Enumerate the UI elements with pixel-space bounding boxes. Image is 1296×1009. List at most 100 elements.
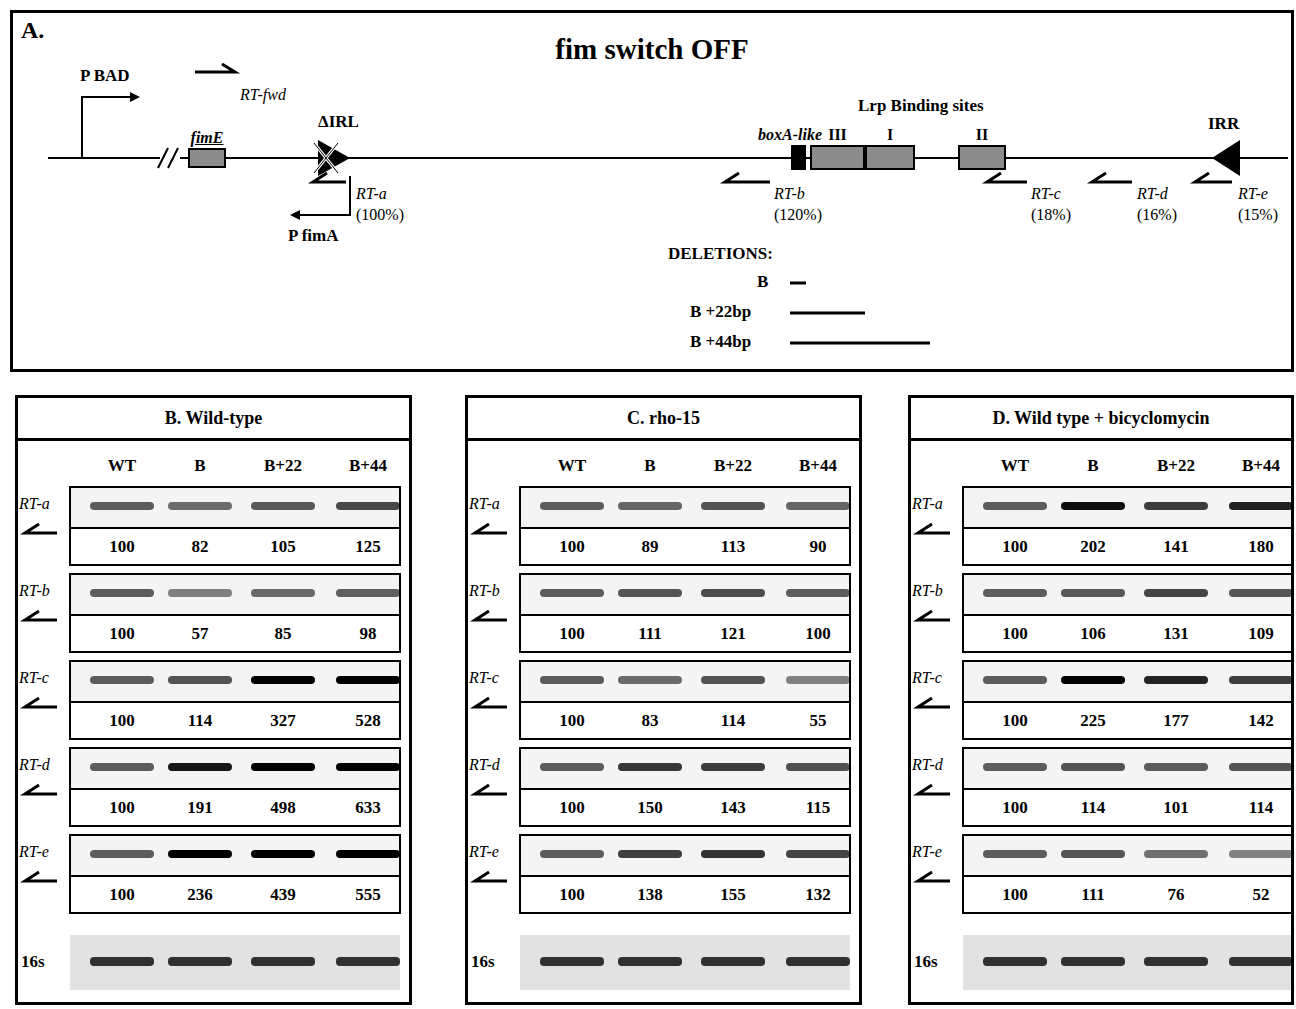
gel-band <box>90 502 154 510</box>
value-box <box>520 615 850 652</box>
gel-image <box>963 574 1293 615</box>
gel-image <box>520 835 850 876</box>
gel-band <box>786 502 850 510</box>
gel-band <box>983 589 1047 597</box>
gel-band <box>540 763 604 771</box>
value-box <box>963 876 1293 913</box>
value-label: 100 <box>559 711 585 731</box>
annotation-label: B <box>757 272 768 292</box>
value-label: 83 <box>642 711 659 731</box>
value-box <box>963 615 1293 652</box>
value-label: 100 <box>559 798 585 818</box>
value-label: 180 <box>1248 537 1274 557</box>
annotation-label: DELETIONS: <box>668 244 773 264</box>
value-label: 131 <box>1163 624 1189 644</box>
gel-band <box>336 589 400 597</box>
gel-band <box>983 763 1047 771</box>
primer-arrow <box>1092 173 1132 182</box>
gel-band <box>540 676 604 684</box>
value-label: 100 <box>805 624 831 644</box>
primer-label: RT-b <box>469 582 500 600</box>
node-text: II <box>976 126 988 144</box>
value-label: 105 <box>270 537 296 557</box>
value-label: 114 <box>721 711 746 731</box>
gel-band <box>251 957 315 966</box>
deletion-cross <box>314 143 338 173</box>
gel-image <box>963 935 1293 990</box>
gel-band <box>618 676 682 684</box>
annotation-label: B +22bp <box>690 302 751 322</box>
value-label: 109 <box>1248 624 1274 644</box>
gel-band <box>251 850 315 858</box>
primer-label: RT-b <box>912 582 943 600</box>
lane-label: B+44 <box>799 456 837 476</box>
value-label: 528 <box>355 711 381 731</box>
gel-band <box>251 676 315 684</box>
gel-image <box>70 835 400 876</box>
value-box <box>963 528 1293 565</box>
primer-arrow <box>918 785 950 794</box>
gel-band <box>618 957 682 966</box>
value-label: 555 <box>355 885 381 905</box>
gel-band <box>336 502 400 510</box>
gel-band <box>618 502 682 510</box>
primer-label: RT-c <box>19 669 49 687</box>
value-label: 100 <box>109 624 135 644</box>
primer-arrow <box>313 173 346 182</box>
primer-arrow <box>195 64 235 72</box>
lane-label: B+22 <box>714 456 752 476</box>
gene-element-box: I <box>865 145 915 170</box>
primer-arrow <box>725 173 770 182</box>
value-label: 143 <box>720 798 746 818</box>
value-box <box>70 876 400 913</box>
annotation-label: (18%) <box>1031 206 1071 224</box>
value-label: 115 <box>806 798 831 818</box>
primer-label: RT-d <box>19 756 50 774</box>
value-label: 100 <box>559 885 585 905</box>
gel-band <box>1061 676 1125 684</box>
value-box <box>963 789 1293 826</box>
value-box <box>520 789 850 826</box>
primer-arrow <box>918 872 950 881</box>
gel-band <box>251 502 315 510</box>
value-box <box>520 702 850 739</box>
annotation-label: P fimA <box>288 226 339 246</box>
primer-arrow <box>475 872 507 881</box>
value-label: 100 <box>1002 711 1028 731</box>
gel-band <box>1144 850 1208 858</box>
value-box <box>520 528 850 565</box>
node-text: fimE <box>191 129 224 147</box>
dna-line <box>48 157 1288 159</box>
panel-title: fim switch OFF <box>555 33 748 66</box>
panel-letter: A. <box>21 17 44 45</box>
gel-band <box>701 676 765 684</box>
value-box <box>70 615 400 652</box>
deletion-bar <box>790 342 930 345</box>
lane-label: B <box>194 456 205 476</box>
gel-image <box>70 574 400 615</box>
value-label: 82 <box>192 537 209 557</box>
lane-label: B+22 <box>264 456 302 476</box>
gel-image <box>963 748 1293 789</box>
gel-band <box>786 676 850 684</box>
value-label: 498 <box>270 798 296 818</box>
gel-band <box>1229 502 1293 510</box>
inverted-repeat <box>1212 140 1240 176</box>
primer-arrow <box>475 524 507 533</box>
primer-label: RT-c <box>469 669 499 687</box>
value-label: 142 <box>1248 711 1274 731</box>
gel-band <box>1144 502 1208 510</box>
gel-band <box>1229 589 1293 597</box>
gel-band <box>336 850 400 858</box>
gel-band <box>983 676 1047 684</box>
value-label: 121 <box>720 624 746 644</box>
primer-label: RT-b <box>19 582 50 600</box>
annotation-label: (16%) <box>1137 206 1177 224</box>
gel-band <box>618 763 682 771</box>
value-label: 111 <box>1081 885 1105 905</box>
value-label: 202 <box>1080 537 1106 557</box>
gel-band <box>701 589 765 597</box>
gel-band <box>1229 676 1293 684</box>
lane-label: B+22 <box>1157 456 1195 476</box>
figure-panel: B. Wild-type <box>15 395 412 1005</box>
